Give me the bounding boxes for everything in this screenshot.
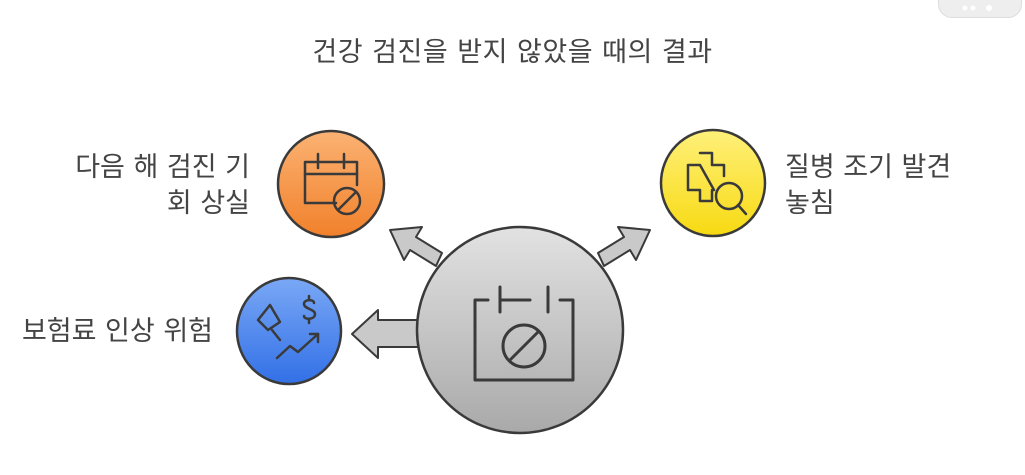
outcome-missed-next-year-label: 다음 해 검진 기 회 상실 (75, 150, 250, 222)
outcome-missed-early-detection-label: 질병 조기 발견 놓침 (785, 150, 951, 222)
calendar-cancel-icon (473, 285, 575, 382)
label-line: 보험료 인상 위험 (21, 316, 213, 347)
outcome-missed-early-detection-node (659, 128, 767, 238)
outcome-missed-next-year-node (276, 129, 386, 239)
label-line: 다음 해 검진 기 (75, 152, 250, 183)
center-hub (415, 225, 625, 435)
medical-search-icon (686, 151, 748, 216)
more-icon (962, 5, 992, 11)
corner-menu-button[interactable] (938, 0, 1022, 18)
price-increase-icon (256, 294, 320, 360)
calendar-cancel-icon (303, 152, 362, 216)
label-line: 질병 조기 발견 (785, 152, 952, 183)
diagram-title: 건강 검진을 받지 않았을 때의 결과 (312, 37, 713, 68)
outcome-premium-increase-risk-label: 보험료 인상 위험 (22, 314, 213, 350)
label-line: 회 상실 (166, 188, 250, 219)
label-line: 놓침 (785, 188, 835, 219)
arrow-to-premium-increase-risk (351, 309, 423, 359)
arrow-to-missed-next-year (389, 226, 443, 267)
outcome-premium-increase-risk-node (235, 276, 343, 386)
arrow-to-missed-early-detection (597, 226, 651, 267)
